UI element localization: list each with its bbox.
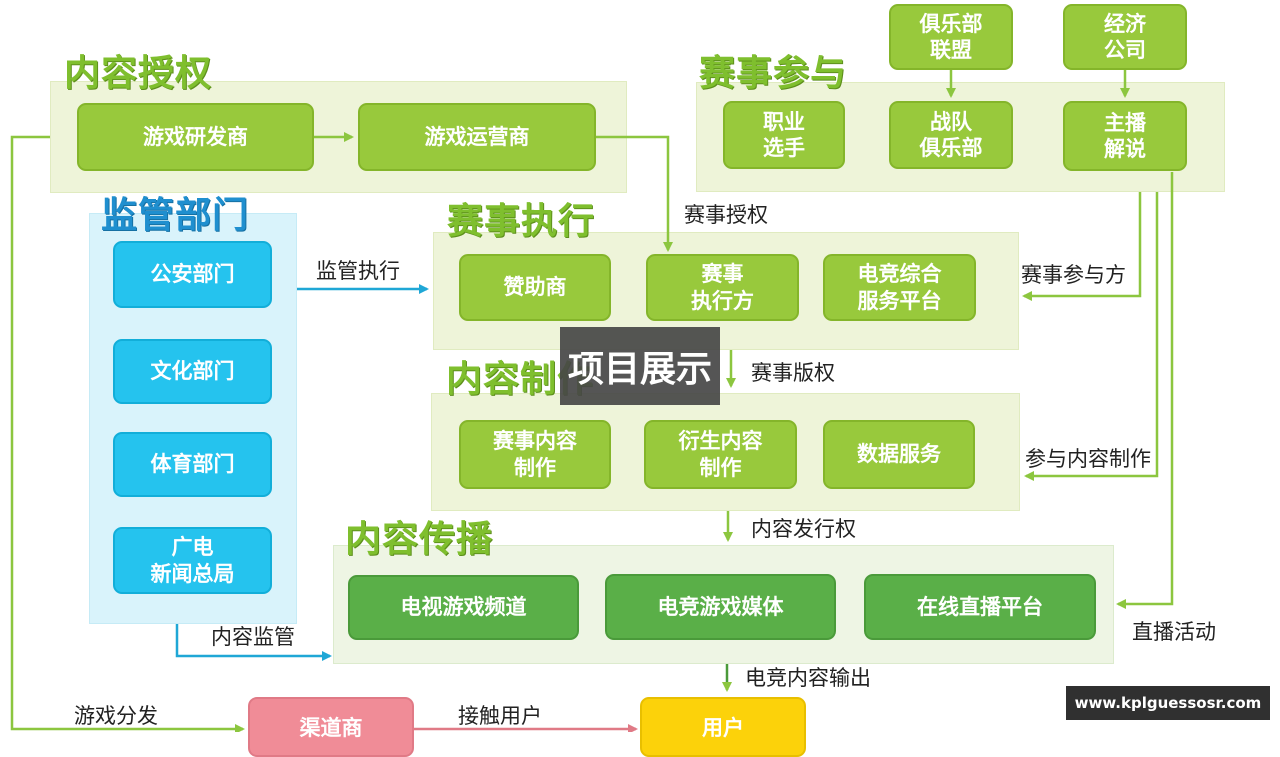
edge-participate-production [1024,192,1159,481]
edge-license [596,135,673,252]
node-esports-media: 电竞游戏媒体 [605,574,836,640]
label-esports-output: 电竞内容输出 [745,666,871,690]
node-club-league: 俱乐部 联盟 [889,4,1013,70]
node-game-operator: 游戏运营商 [358,103,596,171]
node-sponsor: 赞助商 [459,254,611,321]
label-event-participant: 赛事参与方 [1021,263,1126,287]
label-live-activity: 直播活动 [1132,620,1216,644]
node-tv-channel: 电视游戏频道 [348,575,579,640]
site-watermark: www.kplguessosr.com [1066,686,1270,720]
edge-content-supervision [175,624,332,661]
node-streamer-commentator: 主播 解说 [1063,101,1187,171]
label-reach-users: 接触用户 [458,704,542,728]
section-title-content-license: 内容授权 [64,53,213,94]
label-participate-production: 参与内容制作 [1025,447,1151,471]
node-data-service: 数据服务 [823,420,975,489]
node-culture: 文化部门 [113,339,272,404]
node-esports-platform: 电竞综合 服务平台 [823,254,976,321]
section-title-content-distribution: 内容传播 [345,519,494,560]
section-title-regulators: 监管部门 [101,195,250,236]
label-content-supervision: 内容监管 [211,625,295,649]
node-live-platform: 在线直播平台 [864,574,1096,640]
label-distribution-right: 内容发行权 [751,517,856,541]
node-event-content: 赛事内容 制作 [459,420,611,489]
edge-game-distribution [10,135,245,732]
node-channel-provider: 渠道商 [248,697,414,757]
label-supervise-execute: 监管执行 [316,259,400,283]
node-sports: 体育部门 [113,432,272,497]
label-game-distribution: 游戏分发 [74,704,158,728]
section-title-event-participation: 赛事参与 [699,53,848,94]
node-police: 公安部门 [113,241,272,308]
connector-lines [10,70,1174,732]
label-event-license: 赛事授权 [684,203,768,227]
section-title-event-execution: 赛事执行 [447,201,596,242]
node-users: 用户 [640,697,806,757]
node-game-developer: 游戏研发商 [77,103,314,171]
edge-live-activity [1116,172,1174,609]
label-event-copyright: 赛事版权 [751,361,835,385]
project-showcase-overlay: 项目展示 [560,327,720,405]
node-event-executor: 赛事 执行方 [646,254,799,321]
node-derivative-content: 衍生内容 制作 [644,420,797,489]
node-pro-player: 职业 选手 [723,101,845,169]
node-economy-company: 经济 公司 [1063,4,1187,70]
node-team-club: 战队 俱乐部 [889,101,1013,169]
node-broadcast: 广电 新闻总局 [113,527,272,594]
edge-participant [1022,192,1142,301]
